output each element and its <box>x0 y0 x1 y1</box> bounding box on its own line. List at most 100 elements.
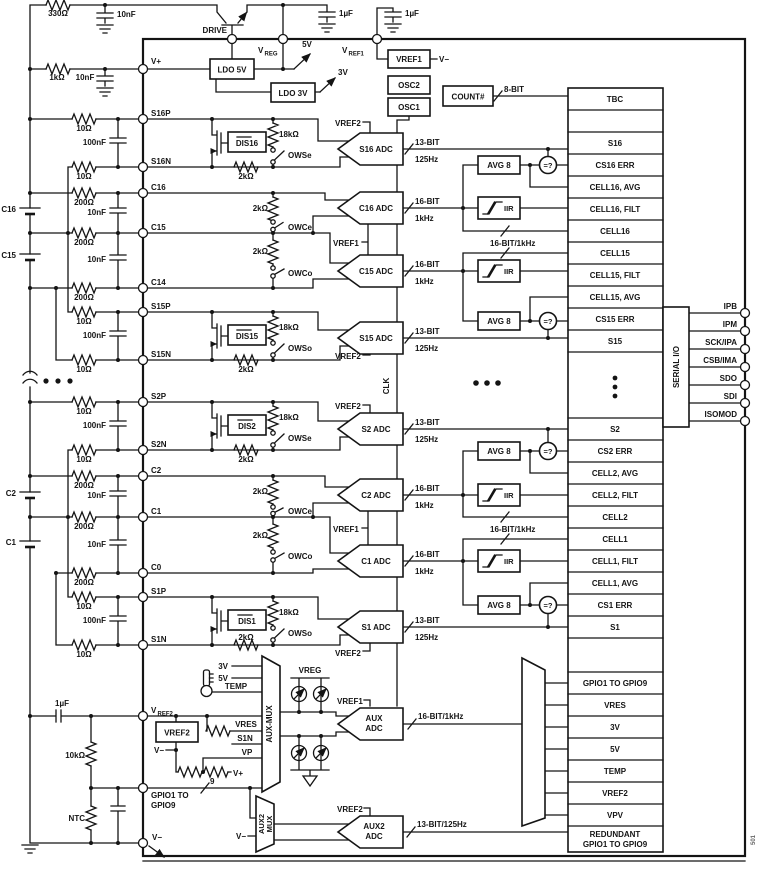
label-s15adc: S15 ADC <box>359 334 393 343</box>
label-125-2: 125Hz <box>415 344 438 353</box>
pin-c14 <box>137 282 149 294</box>
label-1k-4: 1kHz <box>415 567 434 576</box>
comparator-2 <box>538 441 558 461</box>
pin-s16n <box>137 161 149 173</box>
label-vref1-aux: VREF1 <box>337 697 363 706</box>
label-auxadc-b: ADC <box>365 724 383 733</box>
pin-s2n <box>137 444 149 456</box>
label-vplus-div: V+ <box>233 769 243 778</box>
label-vref1-sub: REF1 <box>349 52 365 58</box>
label-r10-8: 10Ω <box>76 650 92 659</box>
label-r330: 330Ω <box>48 9 68 18</box>
label-c1: C1 <box>151 507 162 516</box>
reg-row-vres: VRES <box>604 701 626 710</box>
label-ldo5: LDO 5V <box>218 66 248 75</box>
reg-row-s15: S15 <box>608 337 623 346</box>
label-comb13-aux2: 13-BIT/125Hz <box>417 820 467 829</box>
avg8-block-15 <box>477 311 521 331</box>
label-b13-3: 13-BIT <box>415 418 440 427</box>
label-vref1-c2c1: VREF1 <box>333 525 359 534</box>
iir-block-16 <box>477 196 521 220</box>
label-c10n-3: 10nF <box>87 491 106 500</box>
battery-c16 <box>18 206 42 216</box>
label-vplus-pin: V+ <box>151 57 161 66</box>
label-c2: C2 <box>151 466 162 475</box>
reg-row-5v: 5V <box>610 745 620 754</box>
label-iir-4: IIR <box>504 557 514 566</box>
reg-row-c16filt: CELL16, FILT <box>590 205 641 214</box>
ldo5-block <box>209 58 255 80</box>
tap-3v-arrow <box>319 77 336 93</box>
label-b16-4: 16-BIT <box>415 550 440 559</box>
label-csb: CSB/IMA <box>703 356 737 365</box>
label-vref2-s1: VREF2 <box>335 649 361 658</box>
label-owso-1: OWSo <box>288 629 312 638</box>
battery-c2 <box>18 490 42 500</box>
reg-row-cs16: CS16 ERR <box>595 161 634 170</box>
label-r2k-h3: 2kΩ <box>238 455 254 464</box>
reg-row-cs1: CS1 ERR <box>598 601 633 610</box>
reg-row-cs2: CS2 ERR <box>598 447 633 456</box>
reg-row-c15avg: CELL15, AVG <box>590 293 641 302</box>
label-vref1-main: V <box>342 46 348 55</box>
demux-shape <box>521 656 546 828</box>
pin-s1n <box>137 639 149 651</box>
label-avg8-2: AVG 8 <box>487 317 511 326</box>
label-c16: C16 <box>151 183 166 192</box>
pin-s16p <box>137 113 149 125</box>
label-vref2-s16: VREF2 <box>335 119 361 128</box>
label-vreg-sub: REG <box>265 52 278 58</box>
label-auxadc-a: AUX <box>366 714 384 723</box>
label-s2p: S2P <box>151 392 167 401</box>
ow-switch-contacts <box>270 147 276 643</box>
pin-vminus <box>137 837 149 849</box>
reg-row-gpio: GPIO1 TO GPIO9 <box>583 679 648 688</box>
battery-c15 <box>18 252 42 262</box>
reg-row-vref2: VREF2 <box>602 789 628 798</box>
label-vref2-sub: REF2 <box>158 712 174 718</box>
avg8-block-2 <box>477 441 521 461</box>
label-cmp-3: =? <box>544 447 553 456</box>
label-r200-1: 200Ω <box>74 198 94 207</box>
label-osc2: OSC2 <box>398 81 420 90</box>
label-comb16-aux: 16-BIT/1kHz <box>418 712 463 721</box>
pin-c15 <box>137 227 149 239</box>
label-c100n-1: 100nF <box>83 138 106 147</box>
label-c10n-1: 10nF <box>87 208 106 217</box>
label-tap3: 3V <box>338 68 348 77</box>
label-clk: CLK <box>382 378 391 395</box>
label-aux2-mux-a: AUX2 <box>257 814 266 834</box>
label-s1n-in: S1N <box>237 734 253 743</box>
label-1k-3: 1kHz <box>415 501 434 510</box>
label-sck: SCK/IPA <box>705 338 737 347</box>
label-c100n-3: 100nF <box>83 421 106 430</box>
reg-row-c1filt: CELL1, FILT <box>592 557 638 566</box>
mosfets <box>209 118 229 646</box>
label-vminus-top: V− <box>439 55 449 64</box>
label-vref2-main: V <box>151 706 157 715</box>
function-blocks <box>155 49 690 854</box>
label-s1n: S1N <box>151 635 167 644</box>
label-r2k-v3: 2kΩ <box>253 487 269 496</box>
aux-mux-shape <box>261 654 281 794</box>
label-s15p: S15P <box>151 302 171 311</box>
label-1k-1: 1kHz <box>415 214 434 223</box>
label-drive: DRIVE <box>203 26 228 35</box>
reg-row-c2filt: CELL2, FILT <box>592 491 638 500</box>
avg8-block-1 <box>477 595 521 615</box>
reg-row-red-b: GPIO1 TO GPIO9 <box>583 840 648 849</box>
current-source-3 <box>292 746 307 761</box>
label-osc1: OSC1 <box>398 103 420 112</box>
vref2-block <box>155 721 199 743</box>
current-source-4 <box>314 746 329 761</box>
label-c10n-4: 10nF <box>87 540 106 549</box>
label-r2k-h1: 2kΩ <box>238 172 254 181</box>
count-block <box>442 85 494 107</box>
reg-row-red-a: REDUNDANT <box>590 830 641 839</box>
label-r1k: 1kΩ <box>49 73 65 82</box>
label-vminus-pin: V− <box>152 833 162 842</box>
label-b16-3: 16-BIT <box>415 484 440 493</box>
label-iir-3: IIR <box>504 491 514 500</box>
osc2-block <box>387 75 431 95</box>
label-owce-2: OWCe <box>288 507 313 516</box>
